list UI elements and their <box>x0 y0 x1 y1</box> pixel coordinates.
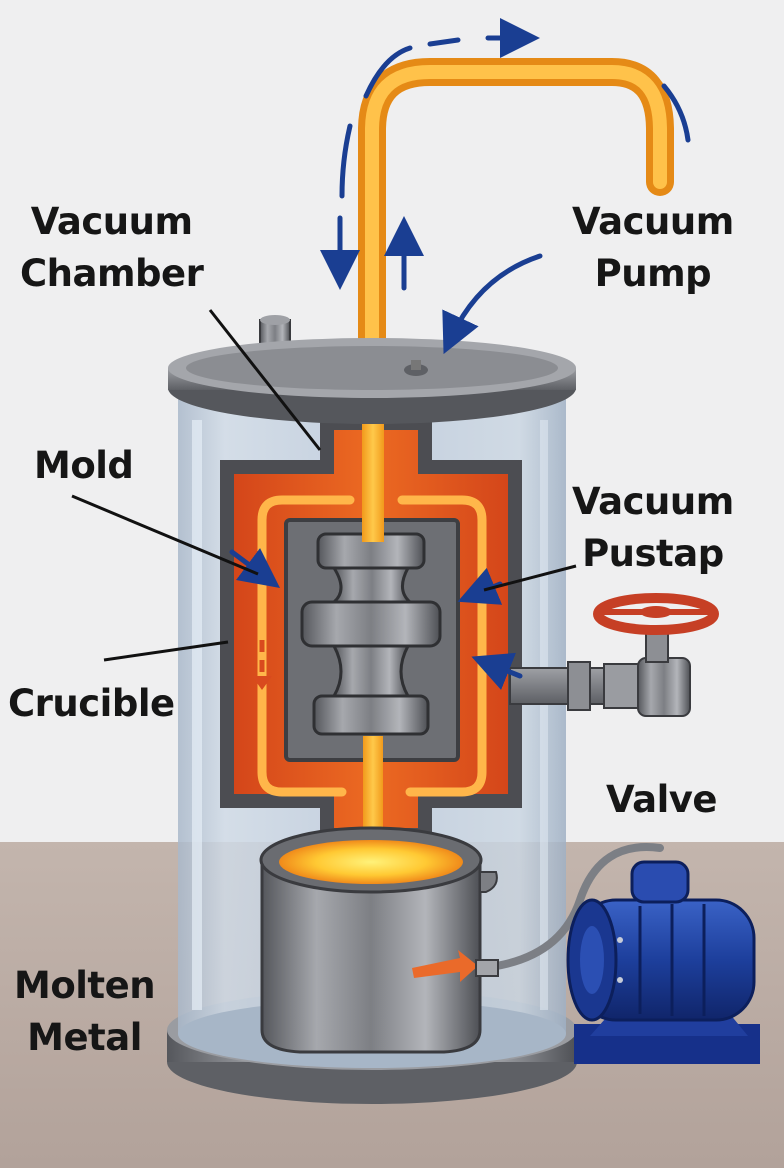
vacuum-pump-label-line2: Pump <box>594 252 712 295</box>
flow-arrows <box>229 18 691 690</box>
vacuum-chamber-label: Vacuum Chamber <box>20 196 204 300</box>
vacuum-chamber-label-line2: Chamber <box>20 252 204 295</box>
mold-label: Mold <box>34 444 134 487</box>
crucible-label: Crucible <box>8 682 175 725</box>
pump-hose <box>478 843 664 972</box>
molten-metal-label-line2: Metal <box>27 1016 142 1059</box>
vacuum-pustap-label-line2: Pustap <box>582 532 724 575</box>
vacuum-pustap-label: Vacuum Pustap <box>572 476 734 580</box>
molten-metal-label-line1: Molten <box>14 964 156 1007</box>
molten-metal-label: Molten Metal <box>14 960 156 1064</box>
chamber-lid <box>168 315 576 424</box>
molten-stream <box>358 58 674 850</box>
vacuum-pump-label-line1: Vacuum <box>572 200 734 243</box>
cast-part <box>300 532 442 736</box>
valve-label: Valve <box>606 778 717 821</box>
crucible-vessel <box>259 826 498 1054</box>
side-valve <box>509 593 719 717</box>
vacuum-pustap-label-line1: Vacuum <box>572 480 734 523</box>
down-flow-arrowhead <box>252 676 272 690</box>
vacuum-pump-label: Vacuum Pump <box>572 196 734 300</box>
leader-lines <box>71 309 577 662</box>
vacuum-chamber-label-line1: Vacuum <box>30 200 193 243</box>
vacuum-pump-motor <box>566 860 760 1064</box>
